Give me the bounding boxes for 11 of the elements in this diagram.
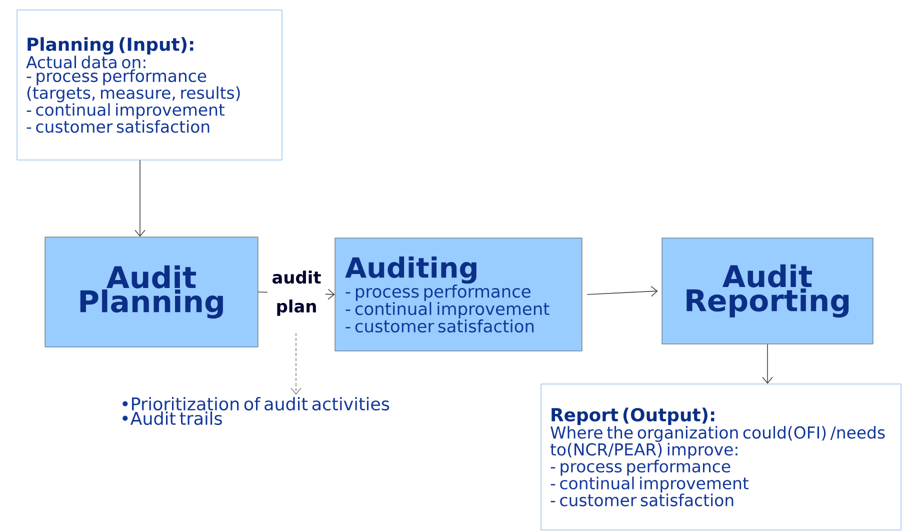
arrow — [290, 332, 302, 395]
text-box: Report (Output): Where the organization could(OFI) /needs to(NCR/PEAR) improve: - process performance - continual improvement - customer satisfaction — [540, 384, 902, 530]
bullet-list: •Prioritization of audit activities •Audit trails — [122, 397, 390, 425]
process-box: Audit Planning — [44, 236, 258, 348]
arrow — [134, 160, 146, 237]
edge-label: audit plan — [268, 270, 326, 317]
process-box: Audit Reporting — [662, 238, 874, 344]
process-box: Auditing - process performance - continual improvement - customer satisfaction — [334, 238, 582, 352]
arrow — [586, 286, 658, 297]
arrow — [762, 344, 773, 384]
text-box: Planning (Input): Actual data on: - process performance (targets, measure, results) - continual improvement - customer satisfaction — [16, 10, 282, 160]
